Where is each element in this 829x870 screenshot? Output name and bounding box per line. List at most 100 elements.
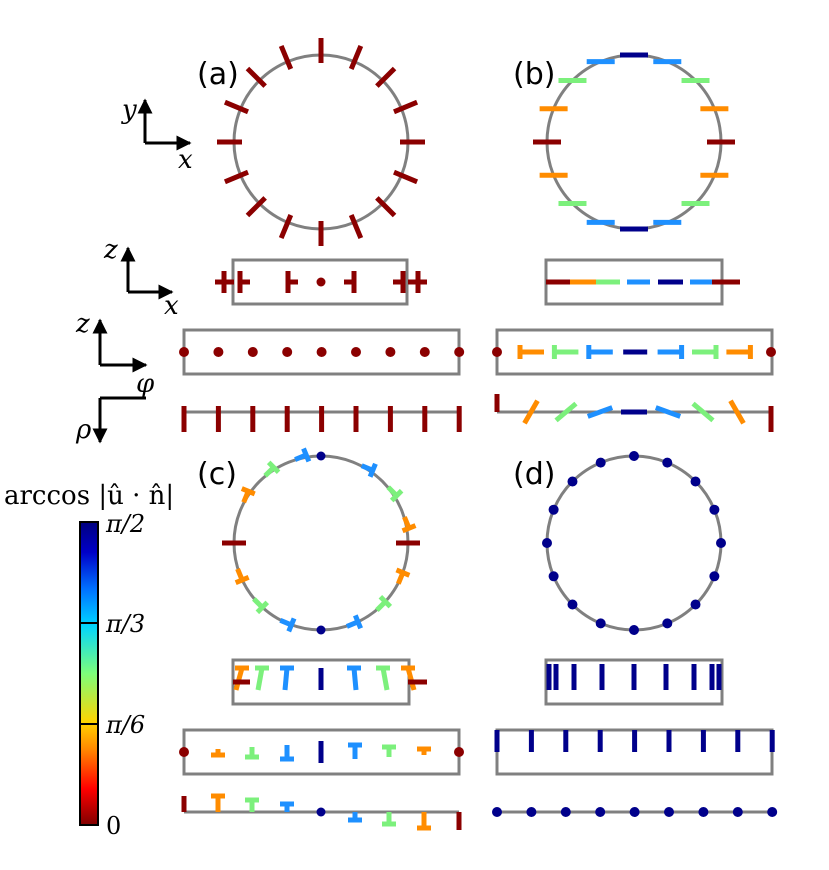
point-d-0 xyxy=(716,538,726,548)
colorbar: arccos |û · n̂| π/2 π/3 π/6 0 xyxy=(4,481,174,840)
axes-rho: ρ xyxy=(75,396,146,445)
point-d-2 xyxy=(690,476,701,487)
point-d-5 xyxy=(595,457,606,468)
radial-mark-a-13 xyxy=(348,214,364,240)
rho-dot-d-8 xyxy=(767,807,778,817)
rho-dot-d-7 xyxy=(732,807,743,817)
point-c-9-cap xyxy=(234,575,250,585)
point-d-14 xyxy=(690,599,701,610)
director-marks xyxy=(179,38,778,831)
point-d-7 xyxy=(548,504,559,515)
unroll-dot-a-8 xyxy=(454,347,465,357)
unroll-dot-a-4 xyxy=(316,347,327,357)
point-c-10-cap xyxy=(255,600,270,615)
rho-tilt-b-6 xyxy=(728,399,746,425)
point-c-13-cap xyxy=(353,614,363,630)
point-d-12 xyxy=(629,625,639,635)
rho-dot-d-1 xyxy=(526,807,537,817)
unroll-dot-a-3 xyxy=(282,347,293,357)
rho-dot-d-3 xyxy=(595,807,606,817)
unroll-dot-a-1 xyxy=(213,347,224,357)
axes-xy: y x xyxy=(121,95,193,175)
point-d-1 xyxy=(709,504,720,515)
unroll-dot-c-l xyxy=(179,747,189,757)
axis-label-z2: z xyxy=(75,309,90,339)
point-d-10 xyxy=(567,599,578,610)
panel-label-d: (d) xyxy=(513,457,555,492)
rho-dot-c xyxy=(316,807,326,817)
axis-label-x2: x xyxy=(164,291,179,321)
colorbar-tick-pi2: π/2 xyxy=(105,510,145,538)
panel-label-b: (b) xyxy=(513,57,555,92)
axes-z-phi: z φ xyxy=(75,309,155,399)
panel-label-c: (c) xyxy=(197,457,237,492)
unroll-dot-b-l xyxy=(492,347,502,357)
point-c-1-cap xyxy=(401,523,417,534)
colorbar-title: arccos |û · n̂| xyxy=(4,481,174,511)
unroll-dot-a-0 xyxy=(179,347,189,357)
rho-tilt-b-0 xyxy=(522,399,540,425)
point-d-13 xyxy=(662,618,673,629)
rho-tilt-b-5 xyxy=(691,401,715,423)
rho-tilt-b-4 xyxy=(654,405,682,419)
colorbar-gradient xyxy=(79,521,99,826)
side-mark-c-4 xyxy=(351,667,359,691)
point-d-4 xyxy=(629,451,639,461)
point-d-15 xyxy=(709,571,720,582)
axis-label-z: z xyxy=(103,235,118,265)
side-mark-c-1 xyxy=(255,667,265,691)
radial-mark-a-15 xyxy=(393,169,419,185)
side-mark-c-6 xyxy=(405,667,417,691)
panel-label-a: (a) xyxy=(197,57,239,92)
axis-label-rho: ρ xyxy=(75,415,92,445)
radial-mark-a-10 xyxy=(245,196,267,218)
rho-dot-d-4 xyxy=(629,807,640,817)
axis-label-phi: φ xyxy=(136,369,155,399)
unroll-dot-a-7 xyxy=(419,347,430,357)
rho-dot-d-2 xyxy=(560,807,571,817)
unroll-dot-b-r xyxy=(766,347,776,357)
side-mark-c-5 xyxy=(380,667,390,691)
radial-mark-a-3 xyxy=(348,44,364,70)
point-c-4 xyxy=(316,451,326,461)
radial-mark-a-7 xyxy=(223,99,249,115)
point-c-5-cap xyxy=(301,447,312,463)
point-c-7-cap xyxy=(240,486,256,497)
radial-mark-a-14 xyxy=(375,196,397,218)
point-c-15-cap xyxy=(395,567,411,578)
rho-dot-d-6 xyxy=(698,807,709,817)
colorbar-tick-pi6: π/6 xyxy=(105,711,145,739)
point-d-11 xyxy=(595,618,606,629)
unroll-dot-a-6 xyxy=(385,347,396,357)
point-c-14-cap xyxy=(378,594,393,609)
radial-mark-a-9 xyxy=(223,169,249,185)
rho-dot-d-5 xyxy=(664,807,674,817)
rho-tilt-b-2 xyxy=(586,405,614,419)
point-c-6-cap xyxy=(266,460,281,475)
radial-mark-a-1 xyxy=(393,99,419,115)
side-rect-d xyxy=(544,658,724,706)
point-c-11-cap xyxy=(286,617,297,633)
point-d-3 xyxy=(662,457,673,468)
point-c-3-cap xyxy=(367,462,378,478)
unroll-dot-a-2 xyxy=(247,347,258,357)
point-d-6 xyxy=(567,476,578,487)
side-mark-c-2 xyxy=(282,667,290,691)
radial-mark-a-6 xyxy=(245,66,267,88)
axes-zx: z x xyxy=(103,235,179,321)
point-c-2-cap xyxy=(389,488,404,503)
radial-mark-a-5 xyxy=(278,44,294,70)
axis-label-y: y xyxy=(121,95,137,125)
radial-mark-a-11 xyxy=(278,214,294,240)
colorbar-tick-pi3: π/3 xyxy=(105,610,145,638)
rho-tilt-b-1 xyxy=(554,401,578,423)
side-mark-c-0 xyxy=(233,667,245,691)
radial-mark-a-2 xyxy=(375,66,397,88)
axis-label-x: x xyxy=(178,145,193,175)
point-d-8 xyxy=(542,538,552,548)
colorbar-tick-zero: 0 xyxy=(106,812,121,840)
unroll-dot-c-r xyxy=(454,747,464,757)
point-c-12 xyxy=(316,625,326,635)
